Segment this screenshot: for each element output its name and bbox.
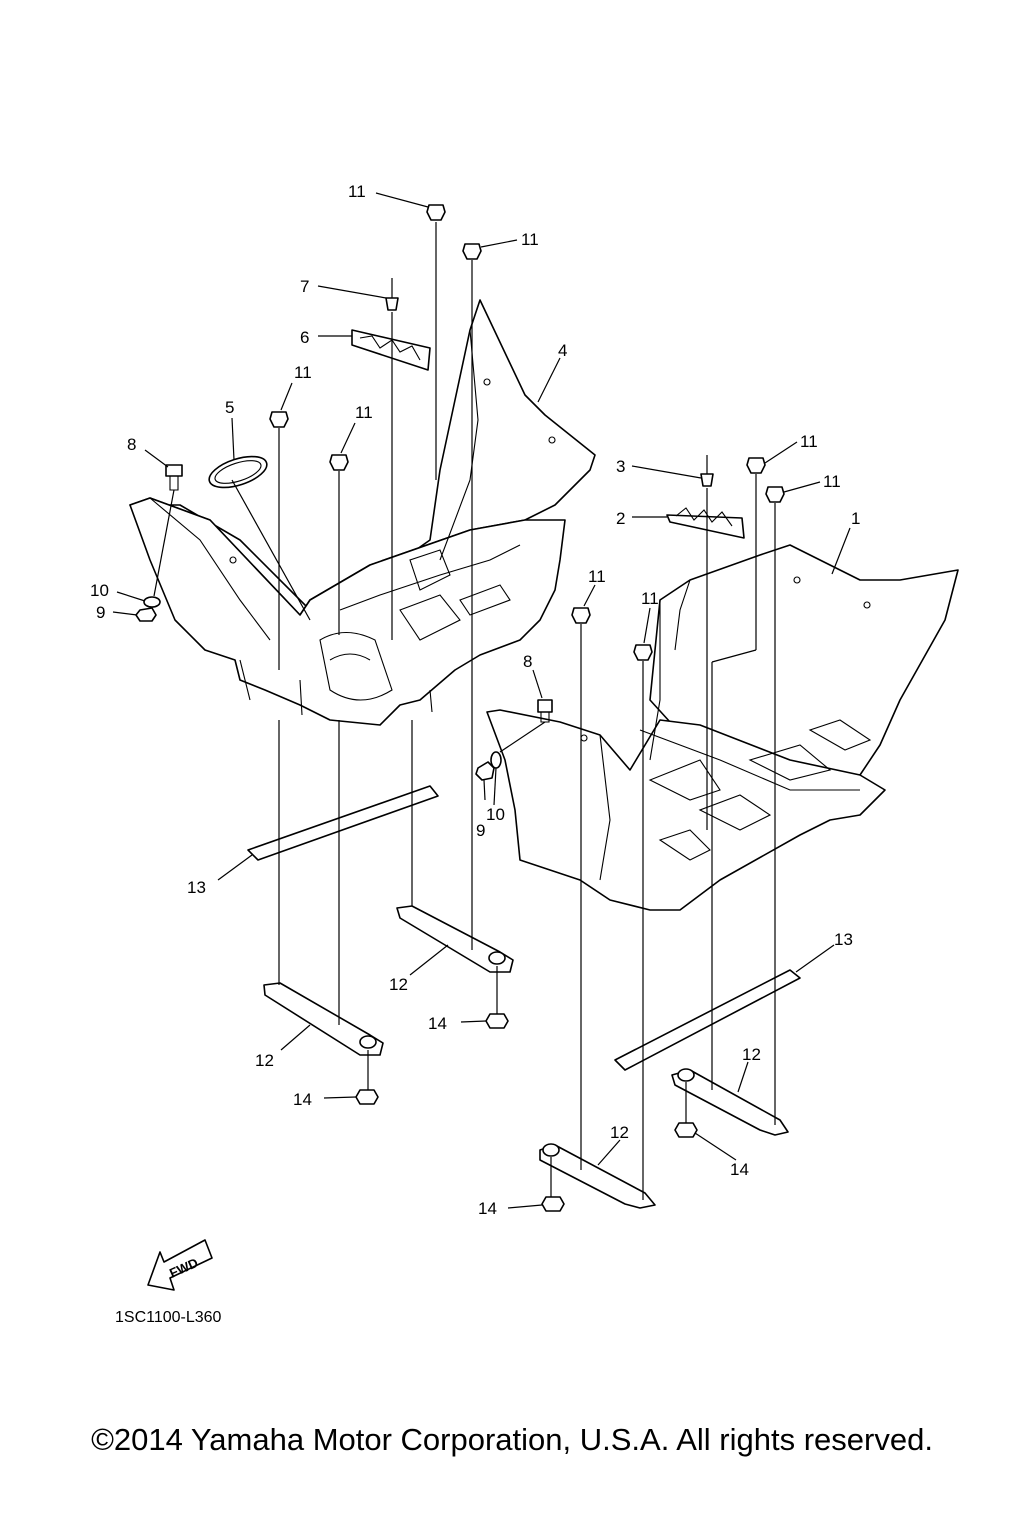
callout-12: 12 (742, 1045, 761, 1064)
nut (475, 761, 495, 781)
copyright-notice: ©2014 Yamaha Motor Corporation, U.S.A. A… (91, 1422, 933, 1457)
callout-11: 11 (800, 432, 818, 451)
bolt (165, 464, 183, 477)
left-step-plate (351, 329, 431, 371)
diagram-code: 1SC1100-L360 (115, 1309, 222, 1326)
callout-labels: 11 11 7 6 11 11 5 4 8 10 9 3 11 11 2 1 1… (90, 182, 860, 1218)
callout-11: 11 (521, 230, 539, 249)
callout-3: 3 (616, 457, 625, 476)
callout-14: 14 (478, 1199, 497, 1218)
fwd-arrow-icon: FWD (147, 1239, 213, 1291)
callout-11: 11 (348, 182, 366, 201)
callout-14: 14 (730, 1160, 749, 1179)
flange-bolt (571, 607, 591, 624)
callout-13: 13 (187, 878, 206, 897)
left-footrest-assembly (129, 204, 596, 1105)
left-cross-bracket (247, 785, 439, 861)
flange-bolt (746, 457, 766, 474)
right-footrest-assembly (475, 455, 959, 1212)
callout-14: 14 (293, 1090, 312, 1109)
flange-nut (355, 1089, 379, 1105)
flange-bolt (462, 243, 482, 260)
flange-bolt (765, 486, 785, 503)
washer (143, 596, 161, 608)
flange-nut (674, 1122, 698, 1138)
callout-2: 2 (616, 509, 625, 528)
left-support-brace (263, 982, 384, 1056)
flange-bolt (329, 454, 349, 471)
callout-12: 12 (389, 975, 408, 994)
flange-bolt (633, 644, 653, 661)
callout-9: 9 (476, 821, 485, 840)
callout-4: 4 (558, 341, 567, 360)
callout-11: 11 (641, 589, 659, 608)
left-footrest-floor (129, 497, 566, 726)
oval-cap (208, 455, 268, 489)
flange-nut (485, 1013, 509, 1029)
callout-1: 1 (851, 509, 860, 528)
callout-10: 10 (90, 581, 109, 600)
nut (135, 607, 157, 622)
rivet (385, 297, 399, 311)
callout-7: 7 (300, 277, 309, 296)
callout-13: 13 (834, 930, 853, 949)
callout-9: 9 (96, 603, 105, 622)
right-step-plate (666, 514, 745, 539)
bolt (537, 699, 553, 713)
callout-10: 10 (486, 805, 505, 824)
callout-11: 11 (823, 472, 841, 491)
callout-11: 11 (355, 403, 373, 422)
flange-bolt (426, 204, 446, 221)
callout-11: 11 (588, 567, 606, 586)
right-support-brace (671, 1069, 789, 1136)
callout-leaders (112, 192, 851, 1209)
left-support-brace (396, 905, 514, 973)
right-footrest-floor (486, 709, 886, 911)
callout-6: 6 (300, 328, 309, 347)
callout-12: 12 (255, 1051, 274, 1070)
right-support-brace (539, 1144, 656, 1209)
flange-nut (541, 1196, 565, 1212)
callout-5: 5 (225, 398, 234, 417)
callout-12: 12 (610, 1123, 629, 1142)
flange-bolt (269, 411, 289, 428)
callout-8: 8 (127, 435, 136, 454)
rivet (700, 473, 714, 487)
callout-11: 11 (294, 363, 312, 382)
callout-8: 8 (523, 652, 532, 671)
right-cross-bracket (614, 969, 801, 1071)
callout-14: 14 (428, 1014, 447, 1033)
